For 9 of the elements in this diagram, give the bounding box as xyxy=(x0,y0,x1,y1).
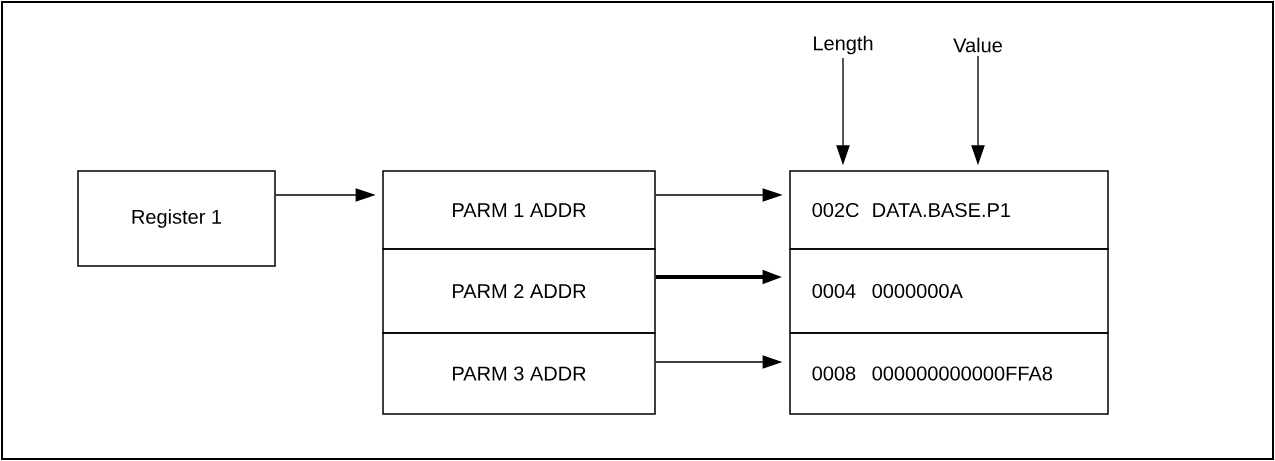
parameter-cell: 0004 0000000A xyxy=(789,248,1109,334)
parameter-cell: 0008 000000000000FFA8 xyxy=(789,332,1109,415)
parameter-cell: 002C DATA.BASE.P1 xyxy=(789,170,1109,250)
pointer-cell: PARM 1 ADDR xyxy=(382,170,656,250)
pointer-cell: PARM 2 ADDR xyxy=(382,248,656,334)
register-box: Register 1 xyxy=(77,170,276,267)
pointer-cell: PARM 3 ADDR xyxy=(382,332,656,415)
column-label: Value xyxy=(953,37,1002,53)
column-label: Length xyxy=(814,35,873,55)
